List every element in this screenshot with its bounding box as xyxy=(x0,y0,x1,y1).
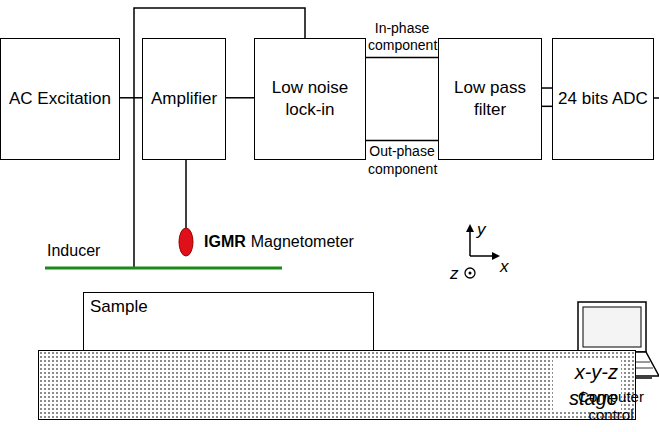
process-box: 24 bits ADC xyxy=(552,38,654,160)
z-axis-symbol xyxy=(465,268,475,278)
signal-label: Out-phase component xyxy=(367,143,437,178)
box-label: Sample xyxy=(90,296,148,318)
stage-block: x-y-z stage xyxy=(38,350,636,420)
process-box: Low noise lock-in xyxy=(254,38,366,160)
axis-label: x xyxy=(500,257,509,277)
magnetometer-sensor xyxy=(179,228,193,256)
process-box: AC Excitation xyxy=(0,38,120,160)
inducer-line xyxy=(45,267,282,270)
control-wire xyxy=(636,377,652,379)
part-label: Computer control xyxy=(566,388,656,424)
box-label: AC Excitation xyxy=(5,88,115,110)
box-label: Low pass filter xyxy=(439,77,541,121)
sensor-wire xyxy=(185,160,187,228)
axis-label: z xyxy=(450,264,459,284)
signal-wire xyxy=(366,140,438,142)
signal-wire xyxy=(226,97,254,99)
z-axis-dot xyxy=(469,272,472,275)
part-label: Magnetometer xyxy=(251,232,354,251)
axis-label: y xyxy=(477,220,486,240)
sample-block: Sample xyxy=(83,292,374,351)
box-label: Amplifier xyxy=(147,88,221,110)
signal-label: In-phase component xyxy=(367,20,437,55)
box-label: 24 bits ADC xyxy=(554,88,652,110)
signal-wire xyxy=(542,87,552,89)
sensor-name: IGMR xyxy=(204,232,246,251)
signal-wire xyxy=(366,57,438,59)
process-box: Amplifier xyxy=(142,38,226,160)
signal-wire xyxy=(120,97,142,99)
box-label: Low noise lock-in xyxy=(255,77,365,121)
part-label: Inducer xyxy=(47,241,100,260)
signal-wire xyxy=(542,106,552,108)
process-box: Low pass filter xyxy=(438,38,542,160)
